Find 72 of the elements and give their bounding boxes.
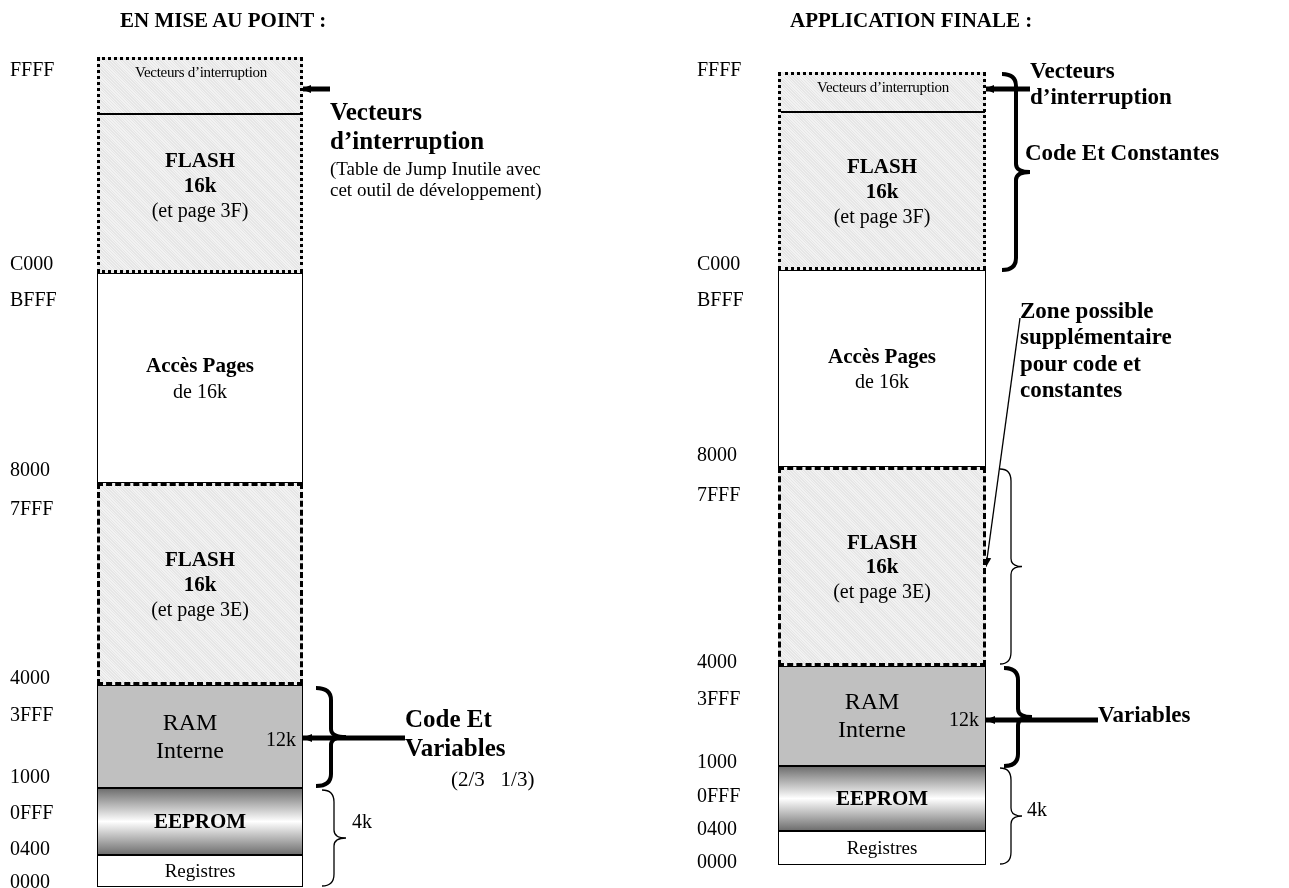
address-label: 3FFF: [697, 687, 741, 710]
block-label: EEPROM: [835, 786, 929, 811]
block-label: Vecteurs d’interruption: [817, 79, 949, 97]
block-label: FLASH 16k: [164, 148, 236, 197]
memory-block: [97, 855, 303, 887]
address-label: BFFF: [697, 288, 744, 311]
memory-block: [778, 270, 986, 467]
block-label: FLASH 16k: [846, 529, 918, 579]
flash-memory-block: [778, 72, 986, 270]
block-label: de 16k: [855, 370, 909, 394]
block-label: (et page 3F): [151, 198, 249, 222]
annotation-heading: Code Et Variables: [405, 705, 507, 763]
block-label: FLASH 16k: [846, 154, 918, 203]
address-label: C000: [697, 252, 741, 275]
address-label: 0400: [697, 817, 737, 840]
address-label: 0FFF: [697, 784, 741, 807]
memory-block: [97, 273, 303, 483]
size-label: 4k: [352, 810, 372, 833]
address-label: 0000: [10, 870, 50, 888]
arrow: [984, 85, 1030, 93]
size-label: 12k: [949, 708, 979, 732]
flash-memory-block: [778, 467, 986, 666]
address-label: 1000: [10, 765, 50, 788]
block-label: EEPROM: [153, 809, 247, 834]
arrow: [985, 716, 1098, 724]
address-label: 7FFF: [10, 497, 54, 520]
address-label: 0000: [697, 850, 737, 873]
annotation-heading: Code Et Constantes: [1025, 140, 1221, 167]
address-label: FFFF: [697, 58, 742, 81]
block-label: FLASH 16k: [164, 547, 236, 596]
annotation-text: (Table de Jump Inutile avec cet outil de développement): [330, 157, 543, 202]
address-label: 4000: [10, 666, 50, 689]
memory-block: [778, 831, 986, 865]
ram-block: [778, 666, 986, 766]
address-label: 8000: [10, 458, 50, 481]
address-label: 8000: [697, 443, 737, 466]
size-label: 12k: [266, 728, 296, 752]
block-label: (et page 3F): [833, 204, 931, 228]
block-label: (et page 3E): [833, 580, 931, 604]
address-label: BFFF: [10, 288, 57, 311]
address-label: 1000: [697, 750, 737, 773]
annotation-heading: Vecteurs d’interruption: [330, 98, 486, 156]
block-label: Registres: [164, 860, 236, 882]
block-label: RAM Interne: [837, 688, 907, 744]
annotation-heading: Zone possible supplémentaire pour code et constantes: [1020, 298, 1173, 404]
address-label: 7FFF: [697, 483, 741, 506]
block-label: Accès Pages: [827, 343, 937, 369]
flash-memory-block: [97, 483, 303, 685]
block-label: (et page 3E): [151, 597, 249, 621]
eeprom-block: [97, 788, 303, 855]
block-label: Accès Pages: [145, 353, 255, 378]
eeprom-block: [778, 766, 986, 831]
section-heading: APPLICATION FINALE :: [790, 8, 1033, 33]
address-label: 3FFF: [10, 703, 54, 726]
arrow: [301, 85, 330, 93]
block-label: Registres: [846, 837, 918, 859]
block-label: Vecteurs d’interruption: [135, 64, 267, 82]
ram-block: [97, 685, 303, 788]
address-label: 0FFF: [10, 801, 54, 824]
address-label: FFFF: [10, 58, 55, 81]
annotation-heading: Variables: [1098, 702, 1192, 729]
address-label: 4000: [697, 650, 737, 673]
flash-memory-block: [97, 57, 303, 273]
arrow: [302, 734, 405, 742]
size-label: 4k: [1027, 798, 1047, 821]
address-label: 0400: [10, 837, 50, 860]
section-heading: EN MISE AU POINT :: [120, 8, 327, 33]
block-label: de 16k: [173, 379, 227, 403]
address-label: C000: [10, 252, 54, 275]
annotation-text: (2/3 1/3): [451, 766, 536, 791]
block-label: RAM Interne: [155, 708, 225, 765]
annotation-heading: Vecteurs d’interruption: [1030, 58, 1173, 111]
